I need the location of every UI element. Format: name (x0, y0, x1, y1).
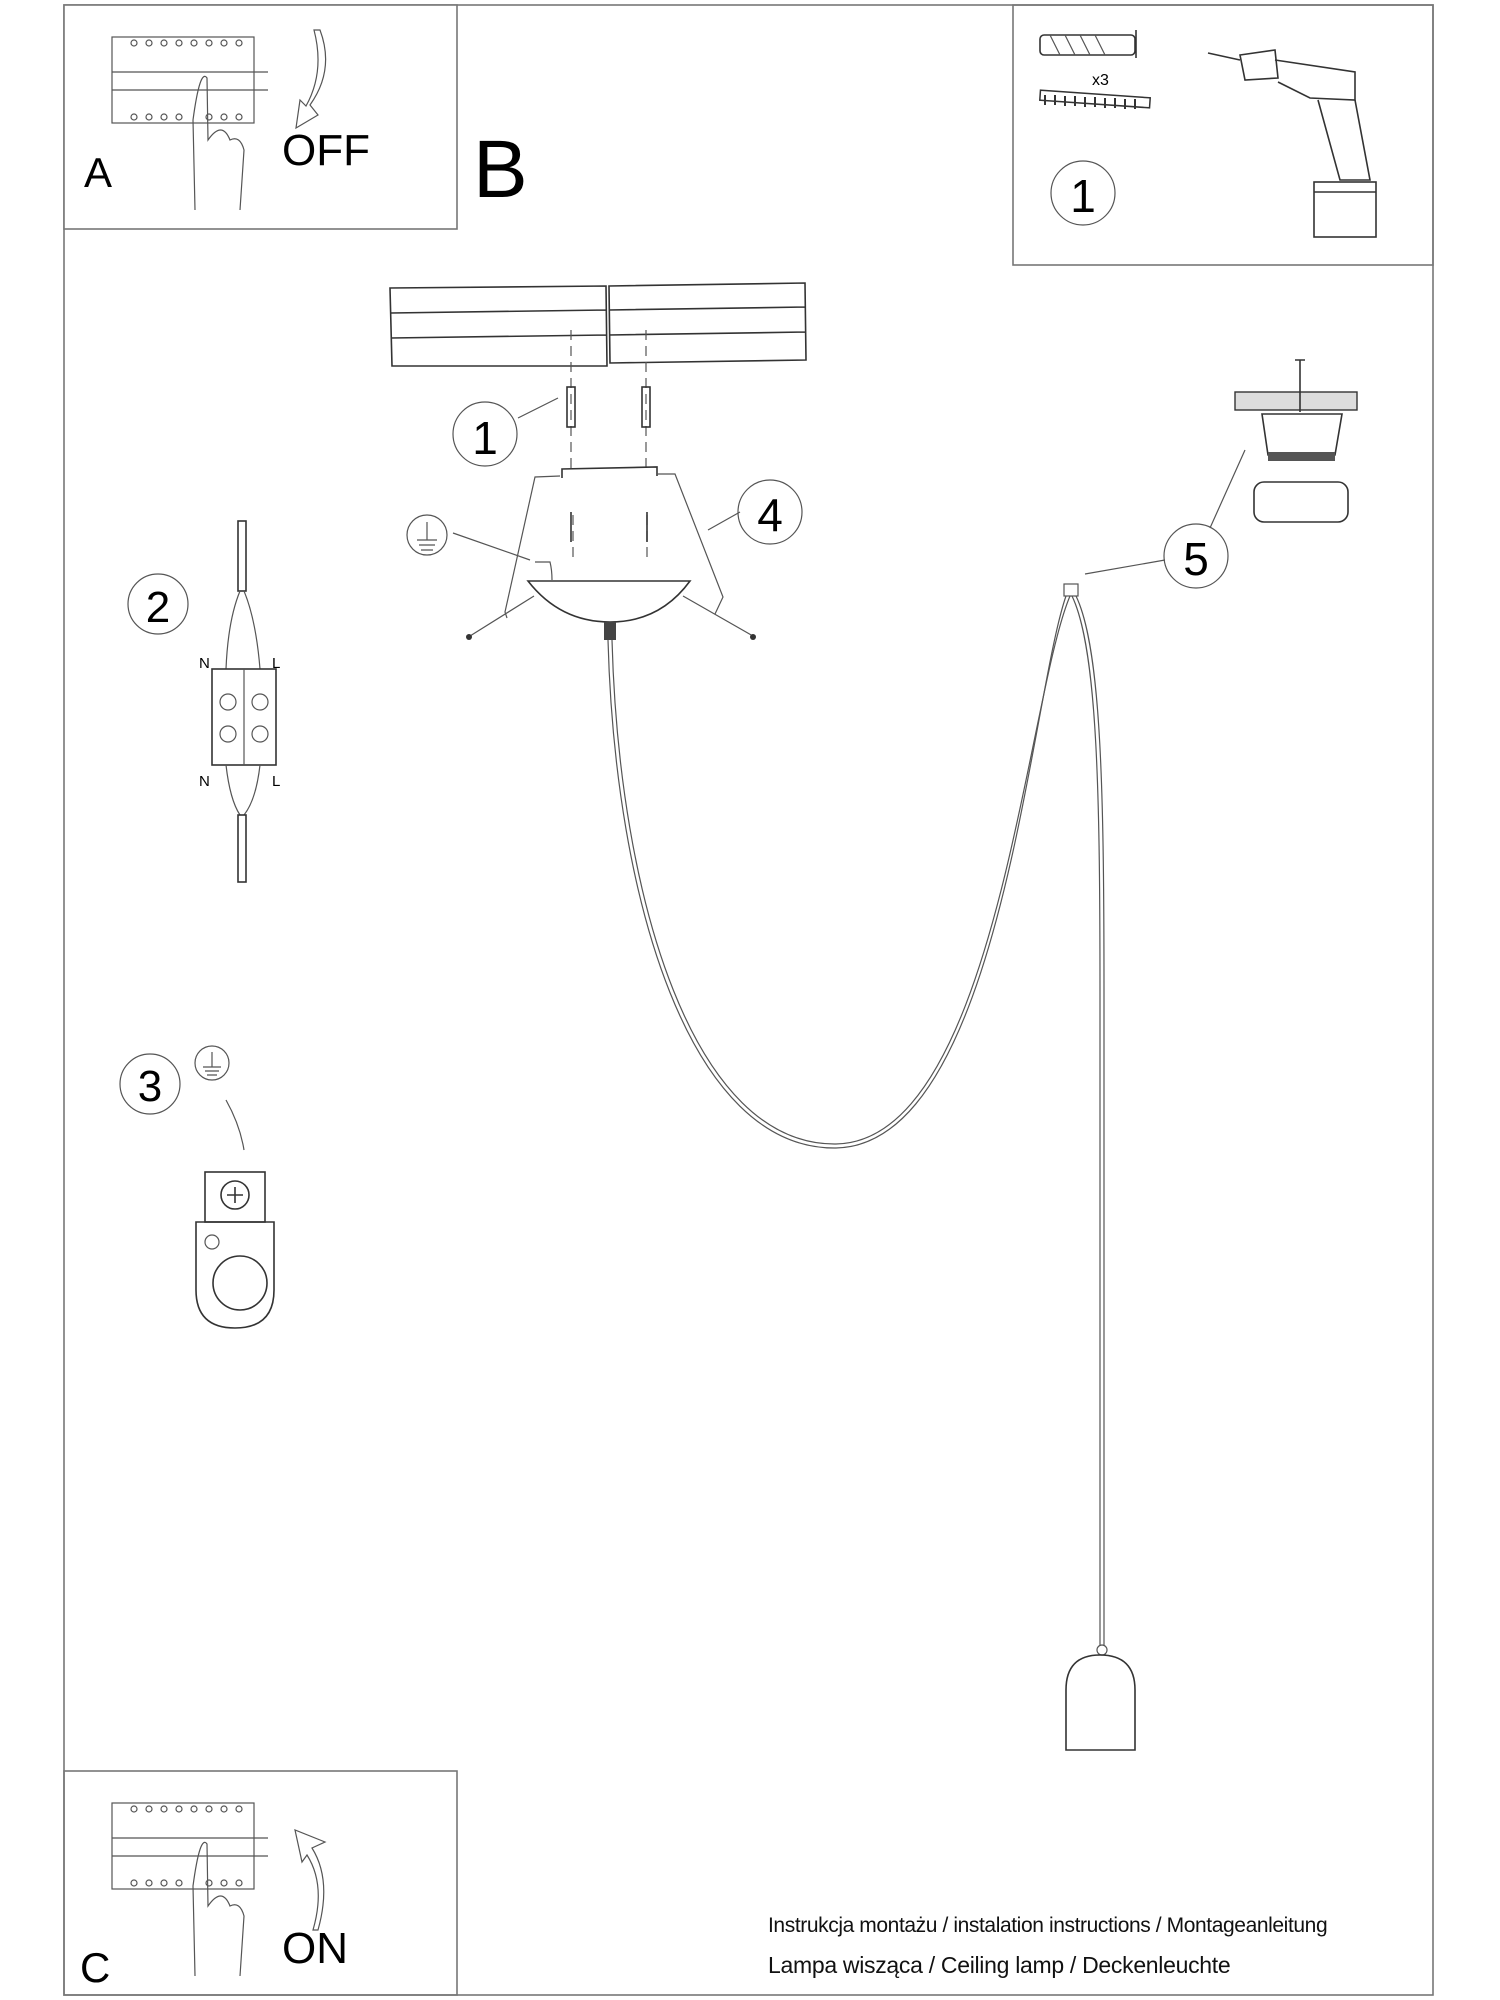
panel-a-switch-off: A OFF (63, 4, 458, 230)
arrow-down-icon (295, 29, 327, 130)
panel-a-state: OFF (282, 126, 370, 175)
anchors-step-number: 1 (472, 412, 498, 464)
label-n-bottom: N (199, 773, 210, 790)
ground-symbol-icon (194, 1045, 230, 1081)
step-1-callout (452, 401, 518, 467)
step-3-callout (119, 1053, 181, 1115)
terminal-block-diagram (211, 520, 277, 883)
hand-icon (192, 75, 245, 211)
quantity-label: x3 (1092, 72, 1109, 89)
panel-c-letter: C (80, 1944, 110, 1991)
tools-box: x3 1 (1012, 4, 1434, 266)
cable-hook (1063, 583, 1079, 597)
panel-c-switch-on: C ON (63, 1770, 458, 1996)
step-2-callout (127, 573, 189, 635)
tools-step-number: 1 (1070, 170, 1096, 222)
panel-a-letter: A (84, 149, 112, 196)
power-cable (607, 595, 1067, 1149)
label-n-top: N (199, 655, 210, 672)
panel-c-state: ON (282, 1924, 348, 1973)
wiring-step-number: 2 (146, 583, 170, 632)
breaker-panel-icon (111, 1802, 268, 1890)
arrow-up-icon (294, 1829, 327, 1931)
hand-icon (192, 1841, 245, 1977)
footer-title: Instrukcja montażu / instalation instruc… (768, 1914, 1328, 1937)
cover-detail (1234, 359, 1358, 523)
canopy-step-number: 4 (757, 489, 783, 541)
lamp-holder (1065, 1644, 1136, 1751)
screw-icon (1038, 89, 1152, 109)
wall-plug-icon (1039, 30, 1137, 58)
drill-icon (1207, 49, 1377, 238)
cover-step-number: 5 (1183, 533, 1209, 585)
ground-terminal (195, 1099, 275, 1329)
footer-subtitle: Lampa wisząca / Ceiling lamp / Deckenleu… (768, 1952, 1231, 1978)
step-5-callout (1163, 523, 1229, 589)
ground-step-number: 3 (138, 1062, 162, 1111)
breaker-panel-icon (111, 36, 268, 124)
canopy (466, 466, 756, 640)
ceiling-illustration (389, 282, 807, 560)
wall-anchors (566, 386, 651, 542)
label-l-bottom: L (272, 773, 280, 790)
step-4-callout (737, 479, 803, 545)
page-frame (63, 4, 1434, 1996)
label-l-top: L (272, 655, 280, 672)
panel-b-letter: B (473, 124, 528, 215)
step-1-circle (1050, 160, 1116, 226)
ground-symbol-icon (406, 514, 448, 556)
